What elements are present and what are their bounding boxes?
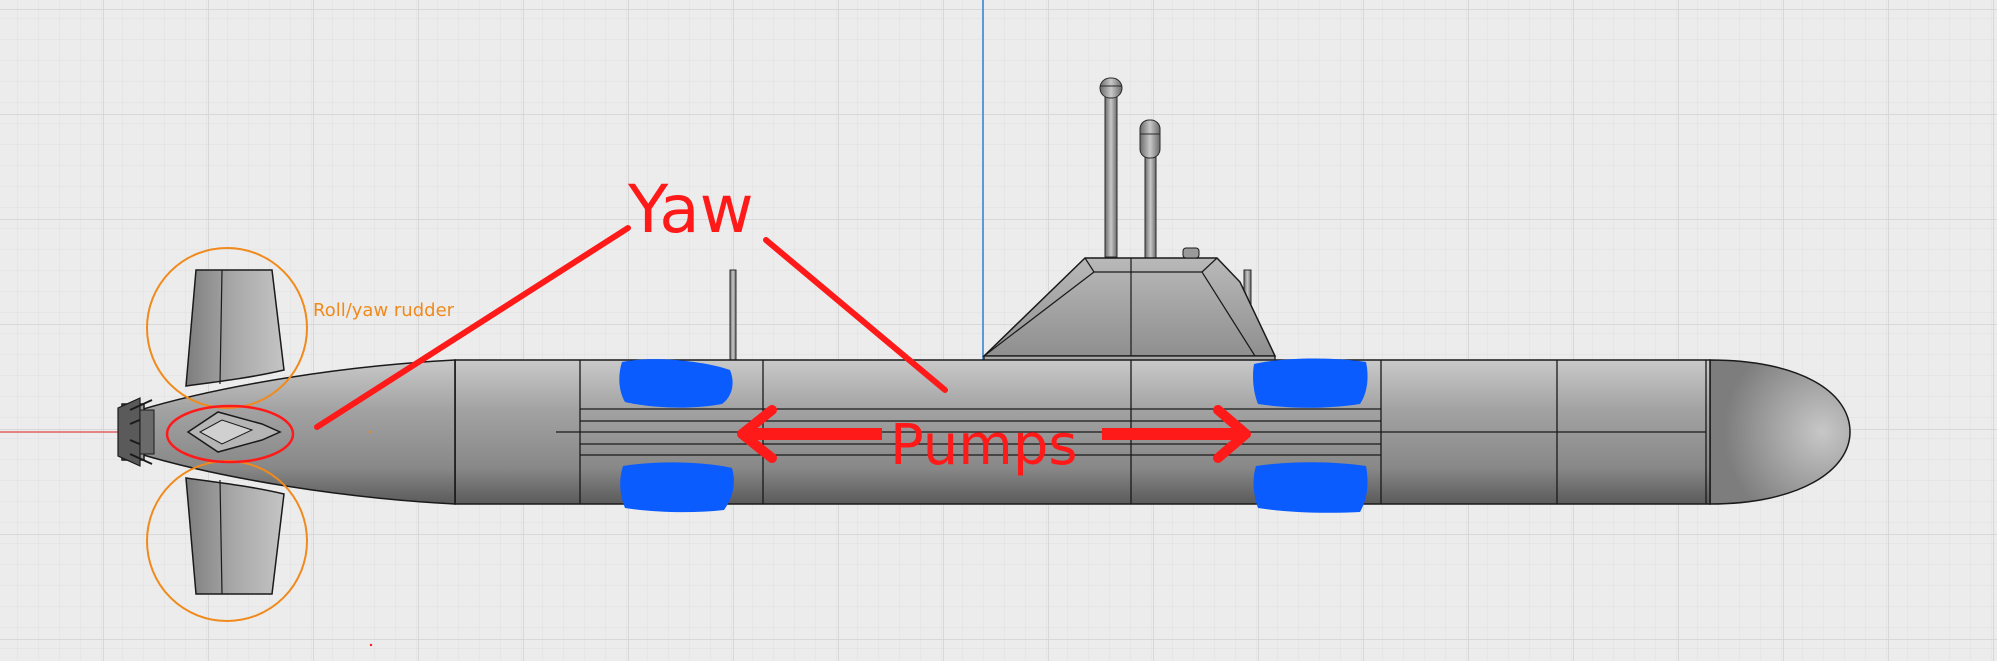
yaw-pointer-right: [763, 237, 948, 393]
pump-mark: [1253, 462, 1368, 513]
roll-yaw-rudder-label: Roll/yaw rudder: [313, 300, 455, 321]
pump-mark: [620, 462, 734, 513]
pump-mark: [619, 359, 733, 408]
lower-tail-fin: [185, 477, 285, 595]
pump-marks: [619, 358, 1368, 513]
yaw-pointer-left: [314, 225, 631, 430]
yaw-label: Yaw: [627, 171, 754, 248]
stray-dot: [369, 643, 373, 647]
rudder-diamond: [186, 411, 282, 453]
upper-rudder-highlight-circle: [146, 247, 308, 409]
rudder-highlight-ellipse: [165, 404, 295, 464]
periscope-mast-tall: [1099, 77, 1123, 258]
antenna-rear: [729, 269, 737, 369]
pump-mark: [1253, 358, 1368, 408]
pumps-label: Pumps: [890, 413, 1078, 478]
propeller-housing: [117, 397, 155, 467]
stray-dot: [368, 430, 372, 434]
upper-tail-fin: [185, 269, 285, 387]
pumps-arrow: [737, 405, 1251, 463]
